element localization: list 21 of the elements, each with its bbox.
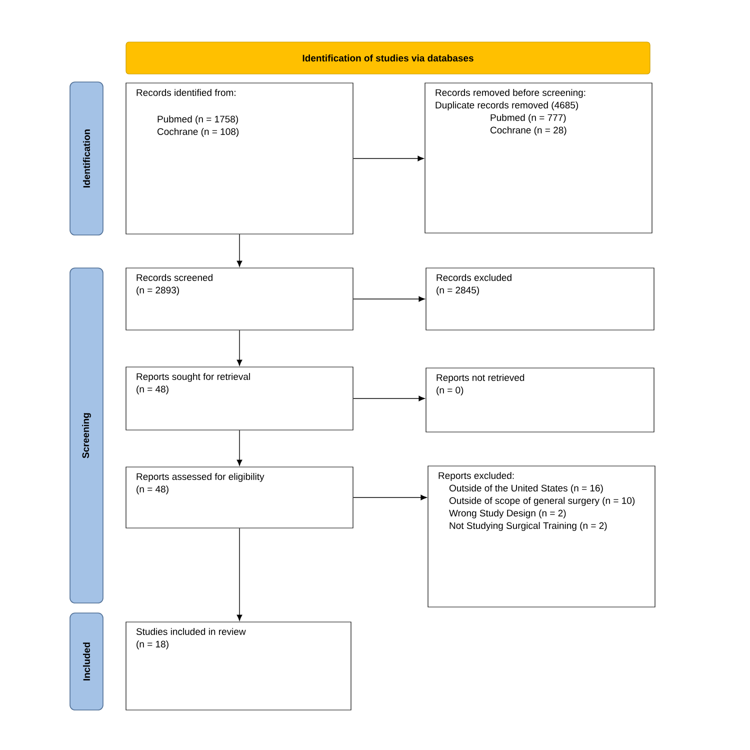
stage-band: Identification	[70, 82, 104, 236]
process-box: Reports assessed for eligibility (n = 48)	[126, 466, 354, 528]
process-box: Reports sought for retrieval (n = 48)	[126, 366, 354, 430]
arrow	[352, 156, 424, 162]
arrow	[236, 234, 242, 267]
process-box: Records identified from: Pubmed (n = 1758) Cochrane (n = 108)	[126, 82, 354, 234]
arrow	[236, 528, 242, 621]
arrow	[352, 296, 425, 302]
arrow	[352, 494, 427, 500]
arrow	[236, 330, 242, 366]
arrow	[352, 396, 425, 402]
process-box: Reports excluded: Outside of the United States (n = 16) Outside of scope of general surgery (n = 10) Wrong Study Design (n = 2) Not Studying Surgical Training (n = 2)	[428, 466, 656, 608]
process-box: Reports not retrieved (n = 0)	[426, 368, 654, 432]
stage-band: Included	[70, 612, 104, 710]
process-box: Studies included in review (n = 18)	[126, 622, 352, 710]
arrow	[236, 430, 242, 466]
stage-band: Screening	[70, 268, 104, 604]
header-banner: Identification of studies via databases	[126, 42, 650, 74]
process-box: Records excluded (n = 2845)	[426, 268, 654, 330]
process-box: Records screened (n = 2893)	[126, 268, 354, 330]
process-box: Records removed before screening: Duplicate records removed (4685) Pubmed (n = 777) Cochrane (n = 28)	[424, 82, 652, 234]
